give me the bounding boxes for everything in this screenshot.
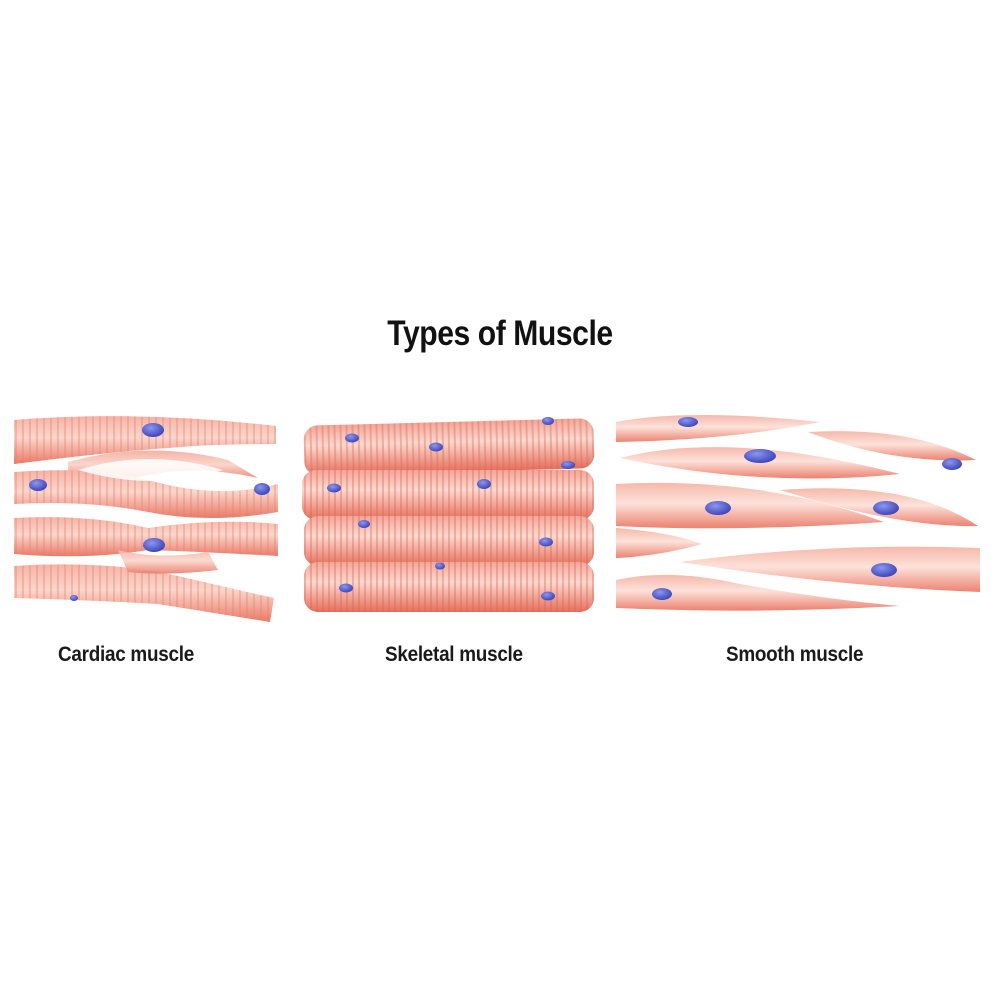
smooth-muscle-svg <box>610 400 990 630</box>
smooth-cells <box>616 415 980 611</box>
diagram-title: Types of Muscle <box>70 314 930 354</box>
smooth-muscle-illustration <box>610 400 990 630</box>
cardiac-fibers <box>14 416 278 622</box>
skeletal-fibers <box>302 418 595 612</box>
skeletal-muscle-svg <box>298 400 602 630</box>
cardiac-muscle-svg <box>8 400 288 630</box>
skeletal-muscle-illustration <box>298 400 602 630</box>
cardiac-muscle-caption: Cardiac muscle <box>58 643 194 667</box>
skeletal-muscle-caption: Skeletal muscle <box>385 643 523 667</box>
smooth-muscle-caption: Smooth muscle <box>726 643 863 667</box>
cardiac-muscle-illustration <box>8 400 288 630</box>
